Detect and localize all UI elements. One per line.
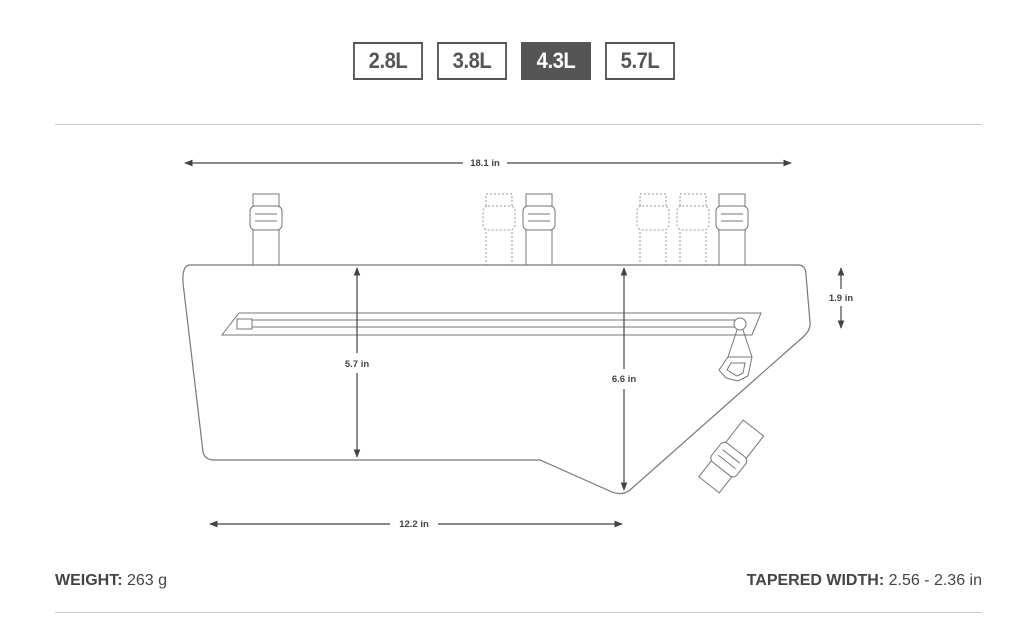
dim-top-length: 18.1 in bbox=[470, 158, 500, 169]
dim-rear-height: 6.6 in bbox=[612, 374, 636, 385]
strap-downtube bbox=[698, 419, 765, 494]
dim-bottom-length: 12.2 in bbox=[399, 519, 429, 530]
bottom-divider bbox=[55, 612, 982, 613]
dimension-lines bbox=[184, 159, 845, 528]
width-value: 2.56 - 2.36 in bbox=[888, 572, 982, 589]
weight-value: 263 g bbox=[127, 572, 168, 589]
weight-spec: WEIGHT: 263 g bbox=[55, 572, 167, 590]
size-tab-5-7l[interactable]: 5.7L bbox=[605, 42, 675, 80]
dim-front-height: 5.7 in bbox=[345, 359, 369, 370]
size-tab-2-8l[interactable]: 2.8L bbox=[353, 42, 423, 80]
width-label: TAPERED WIDTH: bbox=[746, 572, 885, 589]
size-tab-3-8l[interactable]: 3.8L bbox=[437, 42, 507, 80]
strap-front bbox=[249, 193, 283, 267]
strap-rear bbox=[715, 193, 749, 267]
size-selector: 2.8L 3.8L 4.3L 5.7L bbox=[350, 42, 678, 80]
dim-side-height: 1.9 in bbox=[829, 293, 853, 304]
weight-label: WEIGHT: bbox=[55, 572, 123, 589]
strap-optional bbox=[482, 193, 710, 267]
top-divider bbox=[55, 124, 982, 125]
bag-outline bbox=[182, 264, 811, 495]
strap-middle bbox=[522, 193, 556, 267]
size-tab-4-3l[interactable]: 4.3L bbox=[521, 42, 591, 80]
zipper bbox=[220, 312, 762, 382]
width-spec: TAPERED WIDTH: 2.56 - 2.36 in bbox=[747, 572, 982, 590]
